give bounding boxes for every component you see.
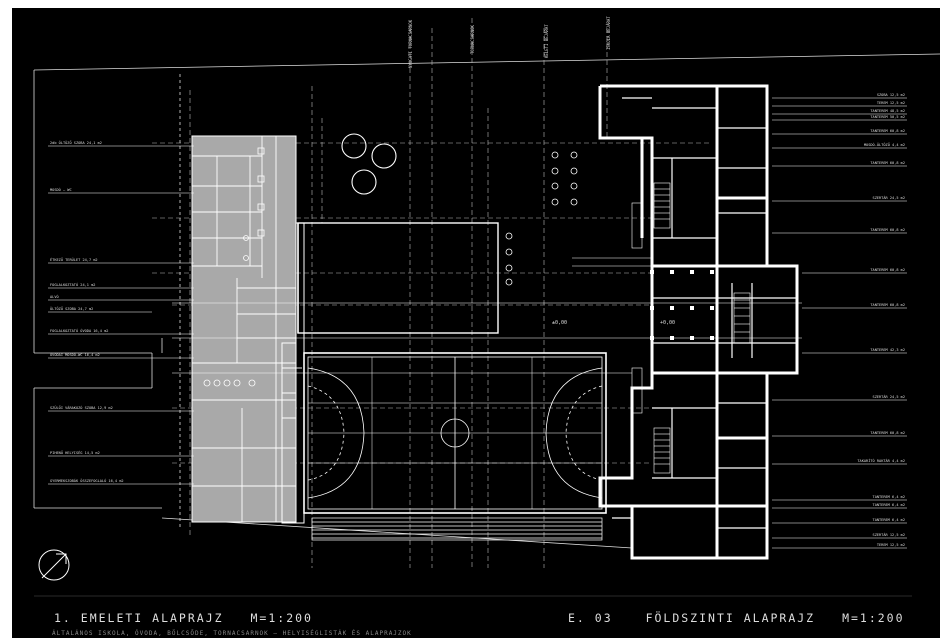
left-room-label-10: GYERMEKSZOBÁK ÖSSZEFOGLALÓ 16,4 m2: [50, 478, 124, 483]
right-room-label-15: TANTEREM 6,4 m2: [873, 495, 905, 499]
right-room-label-14: TAKARÍTÓ RAKTÁR 4,4 m2: [857, 458, 905, 463]
right-room-label-1: TEREM 12,5 m2: [877, 101, 905, 105]
north-arrow-icon: [38, 549, 70, 581]
right-room-label-18: SZERTÁR 12,5 m2: [873, 532, 905, 537]
top-axis-label-3: ISKOLA BEJÁRAT: [606, 16, 611, 50]
upper-floor-fixtures: [203, 147, 265, 387]
top-axis-labels: NYUGATI TORNACSARNOK TORNACSARNOK KELETI B…: [408, 16, 611, 68]
scale-right-text: M=1:200: [842, 611, 905, 625]
wing-columns: [650, 270, 714, 340]
right-room-label-3: TANTEREM 50,5 m2: [870, 115, 905, 119]
right-room-label-8: TANTEREM 60,8 m2: [870, 228, 905, 232]
right-room-label-17: TANTEREM 6,4 m2: [873, 518, 905, 522]
bleachers: [311, 517, 603, 541]
site-boundary: [33, 53, 940, 549]
column-circles: [505, 151, 578, 286]
right-room-labels: SZOBA 12,5 m2 TEREM 12,5 m2 TANTEREM 48,5 …: [857, 93, 905, 547]
right-room-label-12: SZERTÁR 24,5 m2: [873, 394, 905, 399]
dimension-label: ±0,00: [552, 320, 567, 326]
left-room-labels: 2db ÖLTÖZŐ SZOBA 24,1 m2 MOSDÓ – WC ÉTKEZŐ…: [50, 140, 124, 483]
left-room-label-7: ÓVODAI MOSDÓ-WC 16,4 m2: [50, 352, 100, 357]
left-room-label-3: FOGLALKOZTATÓ 24,1 m2: [50, 282, 95, 287]
left-room-label-6: FOGLALKOZTATÓ ÓVODA 16,4 m2: [50, 328, 108, 333]
right-room-label-5: MOSDÓ-ÖLTÖZŐ 4,4 m2: [864, 142, 905, 147]
right-room-label-11: TANTEREM 42,3 m2: [870, 348, 905, 352]
right-room-label-0: SZOBA 12,5 m2: [877, 93, 905, 97]
right-room-label-19: TEREM 12,5 m2: [877, 543, 905, 547]
left-room-label-8: SZÜLŐI VÁRAKOZÓ SZOBA 12,9 m2: [50, 405, 113, 410]
right-room-label-6: TANTEREM 60,8 m2: [870, 161, 905, 165]
horizontal-grid: [172, 257, 802, 374]
right-room-label-9: TANTEREM 60,8 m2: [870, 268, 905, 272]
sheet-number: E. 03: [568, 611, 613, 625]
upper-floor-partitions: [192, 136, 302, 522]
gym-gallery-block: [297, 222, 499, 334]
title-left: 1. EMELETI ALAPRAJZ M=1:200: [54, 611, 313, 625]
title-right-text: FÖLDSZINTI ALAPRAJZ: [645, 611, 816, 625]
school-wing-walls: [598, 84, 799, 560]
upper-floor-block: [191, 135, 297, 523]
sports-hall-court-markings: [307, 357, 603, 509]
left-room-label-2: ÉTKEZŐ TERÜLET 24,7 m2: [50, 257, 98, 262]
left-room-label-4: ALVÓ: [50, 294, 59, 299]
drawing-sheet: 2db ÖLTÖZŐ SZOBA 24,1 m2 MOSDÓ – WC ÉTKEZŐ…: [12, 8, 940, 638]
elevation-label: +0,00: [660, 320, 675, 326]
footnote: ÁLTALÁNOS ISKOLA, ÓVODA, BÖLCSŐDE, TORNA…: [52, 630, 412, 637]
top-axis-label-0: NYUGATI TORNACSARNOK: [408, 19, 413, 68]
right-room-label-10: TANTEREM 60,8 m2: [870, 303, 905, 307]
title-right: E. 03 FÖLDSZINTI ALAPRAJZ M=1:200: [568, 611, 905, 625]
right-room-label-13: TANTEREM 60,8 m2: [870, 431, 905, 435]
top-axis-label-1: TORNACSARNOK: [470, 25, 475, 54]
left-room-label-1: MOSDÓ – WC: [50, 187, 72, 192]
scale-left-text: M=1:200: [250, 611, 313, 625]
right-room-label-7: SZERTÁR 24,5 m2: [873, 195, 905, 200]
title-left-text: 1. EMELETI ALAPRAJZ: [54, 611, 224, 625]
courtyard-circles: [341, 133, 397, 195]
right-room-label-4: TANTEREM 60,8 m2: [870, 129, 905, 133]
right-room-label-2: TANTEREM 48,5 m2: [870, 109, 905, 113]
school-wing-inner-walls: [612, 97, 797, 529]
left-room-label-9: PIHENŐ HELYISÉG 14,5 m2: [50, 450, 100, 455]
right-room-label-16: TANTEREM 6,4 m2: [873, 503, 905, 507]
left-room-label-5: ÖLTÖZŐ SZOBA 24,7 m2: [50, 306, 93, 311]
floor-plan-drawing: 2db ÖLTÖZŐ SZOBA 24,1 m2 MOSDÓ – WC ÉTKEZŐ…: [33, 16, 940, 597]
left-leader-lines: [48, 145, 194, 485]
top-axis-label-2: KELETI BEJÁRAT: [544, 24, 549, 58]
right-leader-lines: [772, 97, 907, 549]
left-room-label-0: 2db ÖLTÖZŐ SZOBA 24,1 m2: [50, 140, 102, 145]
stairs: [631, 182, 751, 474]
